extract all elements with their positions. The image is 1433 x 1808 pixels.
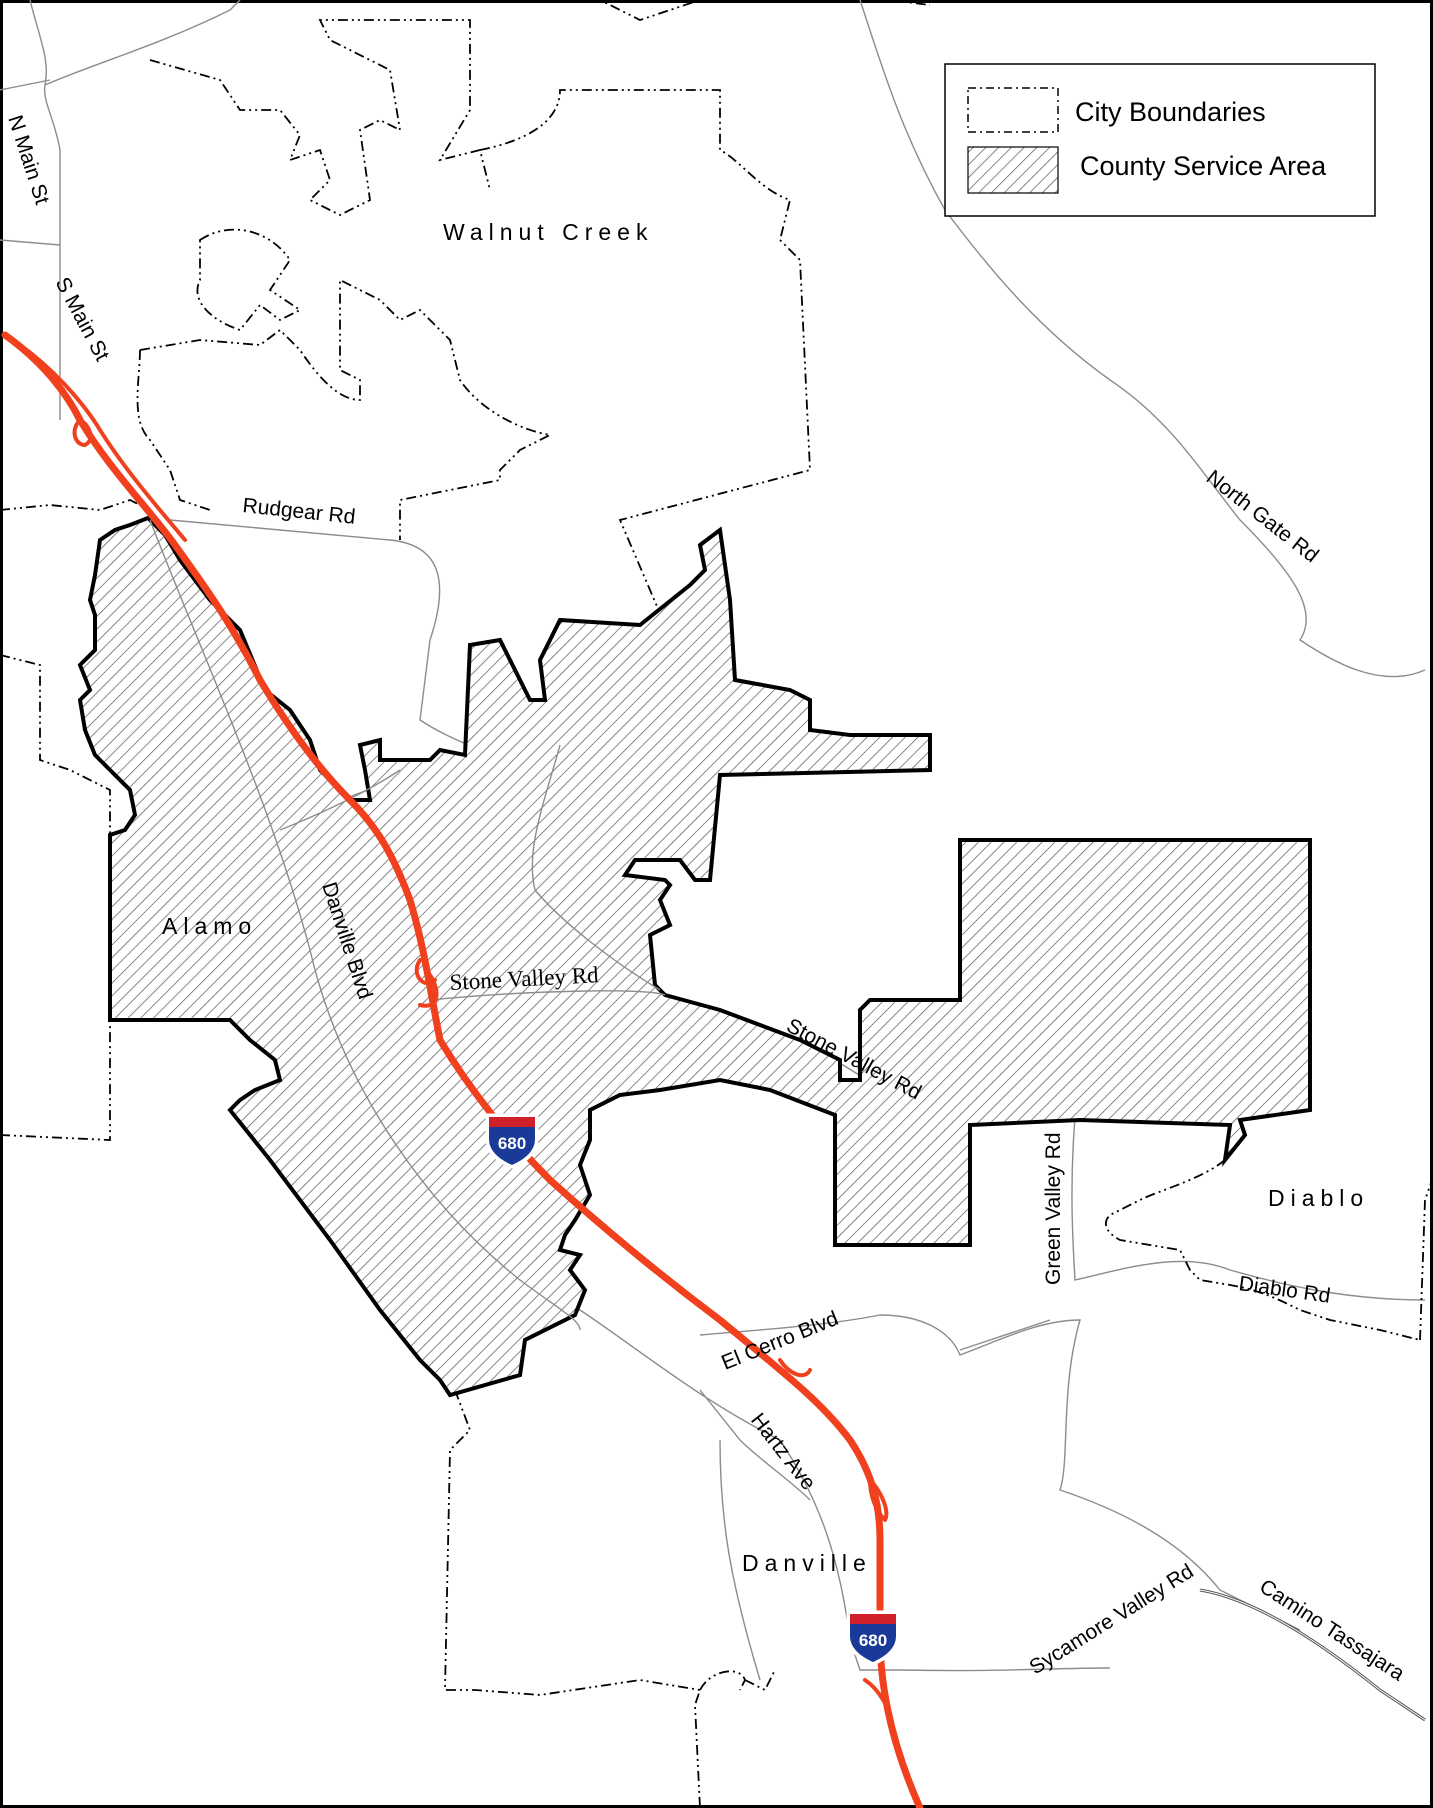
place-label-danville: Danville [742, 1550, 872, 1576]
i680-shield-south: 680 [846, 1610, 900, 1666]
map-legend: City Boundaries County Service Area [944, 63, 1376, 217]
roads-in-csa [149, 519, 666, 1331]
road-label-hartz-ave: Hartz Ave [746, 1409, 820, 1495]
road-label-green-valley-rd: Green Valley Rd [1042, 1132, 1065, 1285]
legend-swatch-city-boundaries [967, 87, 1059, 133]
place-label-walnut-creek: Walnut Creek [443, 219, 653, 245]
road-label-el-cerro-blvd: El Cerro Blvd [718, 1307, 841, 1375]
road-label-rudgear-rd: Rudgear Rd [241, 494, 356, 529]
road-label-north-gate-rd: North Gate Rd [1202, 466, 1323, 567]
road-label-camino-tassajara: Camino Tassajara [1255, 1575, 1408, 1686]
county-service-area-west [77, 515, 1312, 1398]
place-label-alamo: Alamo [162, 913, 257, 939]
i680-shield-north: 680 [485, 1113, 539, 1169]
legend-label-county-service-area: County Service Area [1080, 151, 1327, 181]
legend-label-city-boundaries: City Boundaries [1075, 97, 1266, 127]
road-label-n-main-st: N Main St [3, 112, 53, 207]
i680-freeway [1, 331, 924, 1808]
i680-shield-north-label: 680 [498, 1134, 526, 1153]
road-label-sycamore-valley-rd: Sycamore Valley Rd [1025, 1560, 1197, 1679]
i680-shield-south-label: 680 [859, 1631, 887, 1650]
legend-swatch-county-service-area [967, 146, 1059, 194]
place-label-diablo: Diablo [1268, 1185, 1369, 1211]
